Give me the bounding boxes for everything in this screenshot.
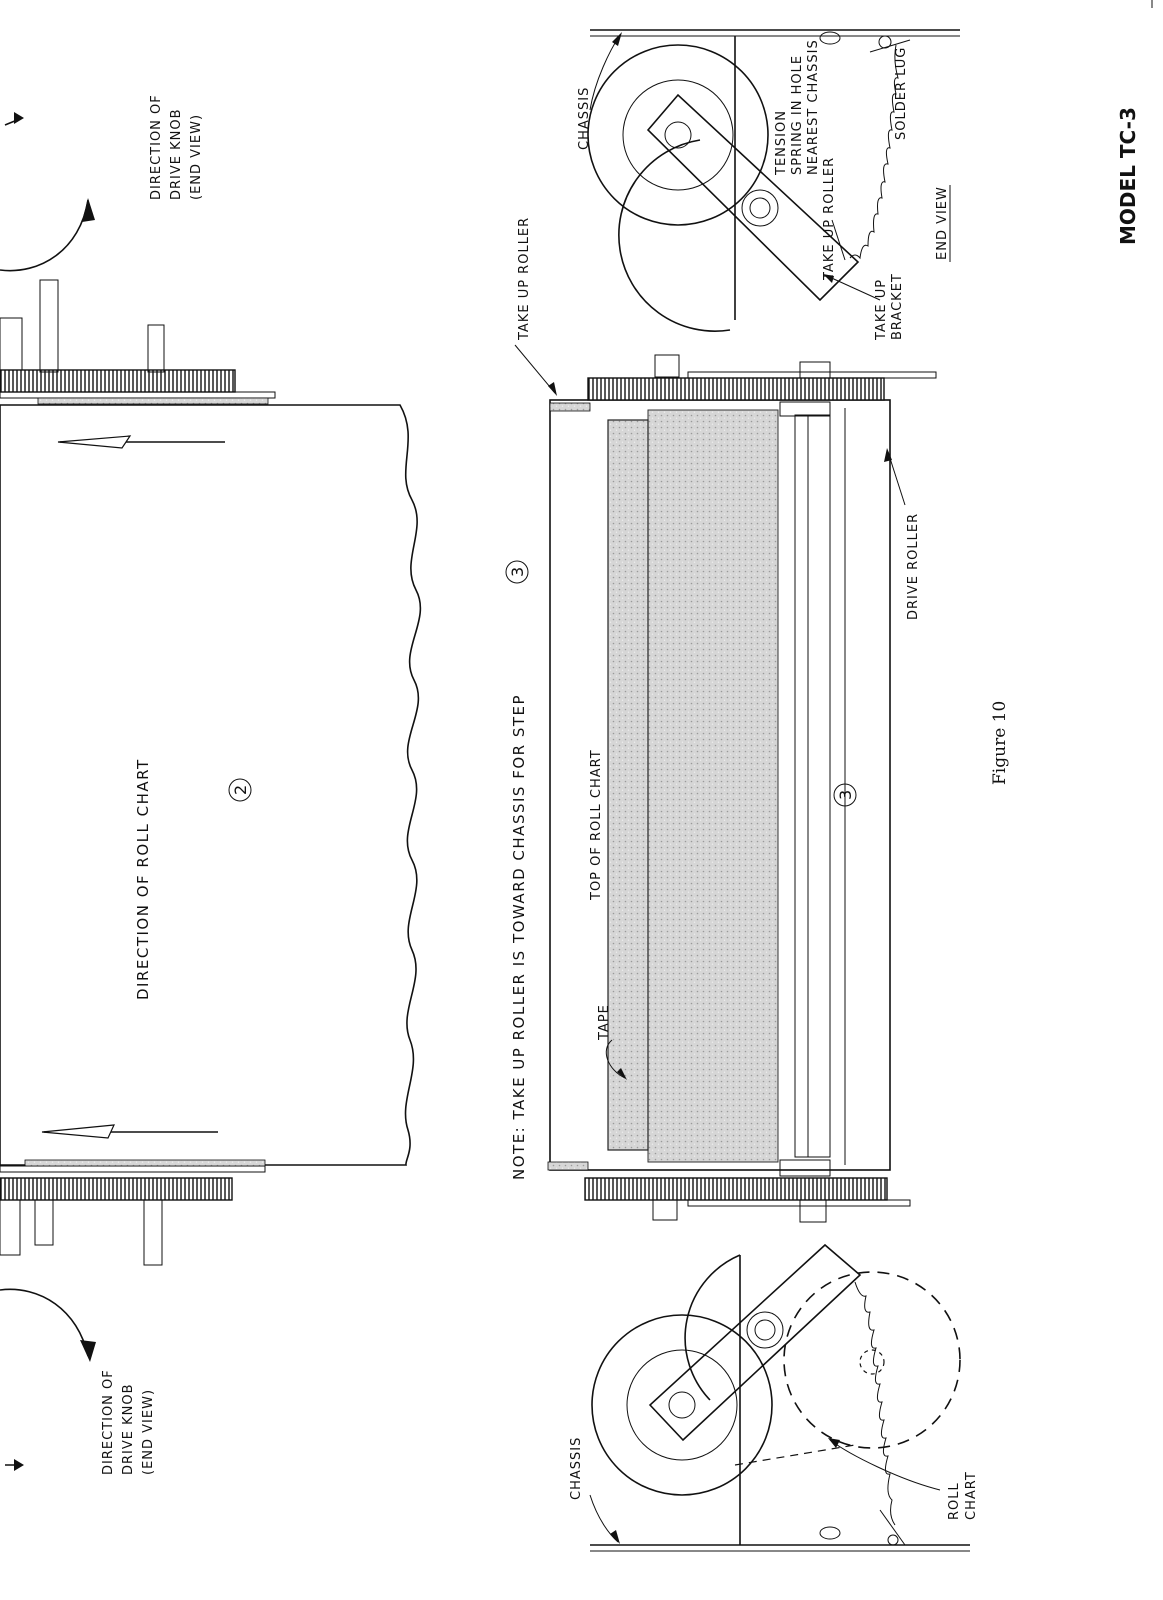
upper-view: DIRECTION OF ROLL CHART 2 DIRECTION OF D… (0, 94, 422, 1475)
svg-text:TENSION: TENSION (774, 110, 789, 176)
take-up-roller-bracket-label: TAKE UP ROLLER TAKE UP BRACKET (822, 157, 905, 341)
tension-spring-label: TENSION SPRING IN HOLE NEAREST CHASSIS (774, 39, 821, 176)
roll-chart-dashed-circle (783, 1271, 961, 1449)
end-view-right: CHASSIS TENSION SPRING IN HOLE NEAREST C… (577, 29, 960, 341)
drive-roller-label: DRIVE ROLLER (906, 513, 921, 620)
svg-text:NEAREST CHASSIS: NEAREST CHASSIS (806, 39, 821, 175)
chassis-label-left: CHASSIS (569, 1437, 620, 1544)
svg-text:ROLL: ROLL (947, 1482, 962, 1520)
model-label: MODEL TC-3 (1116, 107, 1140, 245)
svg-text:TAKE UP: TAKE UP (874, 279, 889, 341)
svg-text:2: 2 (231, 785, 250, 795)
drive-knob-label-right: DIRECTION OF DRIVE KNOB (END VIEW) (149, 94, 204, 200)
svg-text:DRIVE KNOB: DRIVE KNOB (121, 1383, 136, 1475)
step-3-marker: 3 (833, 783, 857, 807)
svg-text:DIRECTION OF: DIRECTION OF (101, 1369, 116, 1475)
svg-text:CHASSIS: CHASSIS (577, 87, 592, 150)
drive-knob-rotation-arrow-top (0, 112, 95, 272)
take-up-gear-top (587, 377, 885, 401)
svg-text:DRIVE KNOB: DRIVE KNOB (169, 108, 184, 200)
paper-arrow-bottom (41, 1124, 218, 1139)
svg-text:SPRING IN HOLE: SPRING IN HOLE (790, 55, 805, 175)
svg-text:BRACKET: BRACKET (890, 273, 905, 340)
end-view-left: CHASSIS ROLL CHART (569, 1243, 979, 1552)
svg-text:(END VIEW): (END VIEW) (189, 114, 204, 200)
svg-text:SOLDER LUG: SOLDER LUG (894, 47, 909, 140)
direction-of-roll-chart-label: DIRECTION OF ROLL CHART (134, 758, 152, 1000)
end-view-label: END VIEW (935, 185, 951, 262)
take-up-roller-wheel (587, 44, 769, 226)
figure-caption: Figure 10 (990, 701, 1010, 785)
tape-strip (607, 419, 649, 1151)
tension-spring (849, 44, 899, 260)
lower-view: TAKE UP ROLLER DRIVE ROLLER TOP OF ROLL … (514, 217, 937, 1223)
top-gear (0, 369, 236, 393)
tape-label: TAPE (597, 1004, 627, 1080)
drive-gear-bottom (584, 1177, 888, 1201)
chassis-label-right: CHASSIS (577, 32, 622, 150)
take-up-roller-label: TAKE UP ROLLER (517, 217, 532, 341)
svg-text:TAPE: TAPE (597, 1004, 612, 1041)
svg-text:TAKE UP ROLLER: TAKE UP ROLLER (822, 157, 837, 281)
top-of-roll-chart-label: TOP OF ROLL CHART (589, 749, 604, 901)
svg-text:CHART: CHART (964, 1471, 979, 1520)
svg-text:NOTE: TAKE UP ROLLER IS TOWARD: NOTE: TAKE UP ROLLER IS TOWARD CHASSIS F… (510, 694, 528, 1180)
svg-text:DIRECTION OF: DIRECTION OF (149, 94, 164, 200)
svg-text:(END VIEW): (END VIEW) (141, 1389, 156, 1475)
svg-text:3: 3 (836, 790, 855, 800)
take-up-bracket (646, 93, 860, 302)
svg-text:3: 3 (508, 567, 527, 577)
bottom-gear (0, 1177, 233, 1201)
svg-text:CHASSIS: CHASSIS (569, 1437, 584, 1500)
drive-knob-label-left: DIRECTION OF DRIVE KNOB (END VIEW) (101, 1369, 156, 1475)
drive-knob-rotation-arrow-bottom (0, 1288, 96, 1471)
paper-arrow-top (57, 435, 225, 449)
step-2-marker: 2 (228, 778, 252, 802)
svg-text:END VIEW: END VIEW (935, 186, 950, 260)
roll-chart-label: ROLL CHART (828, 1438, 979, 1520)
solder-lug-label: SOLDER LUG (894, 47, 909, 140)
step-note: NOTE: TAKE UP ROLLER IS TOWARD CHASSIS F… (505, 560, 529, 1180)
roll-chart-shaded (647, 409, 779, 1163)
roll-chart-paper (0, 404, 422, 1166)
